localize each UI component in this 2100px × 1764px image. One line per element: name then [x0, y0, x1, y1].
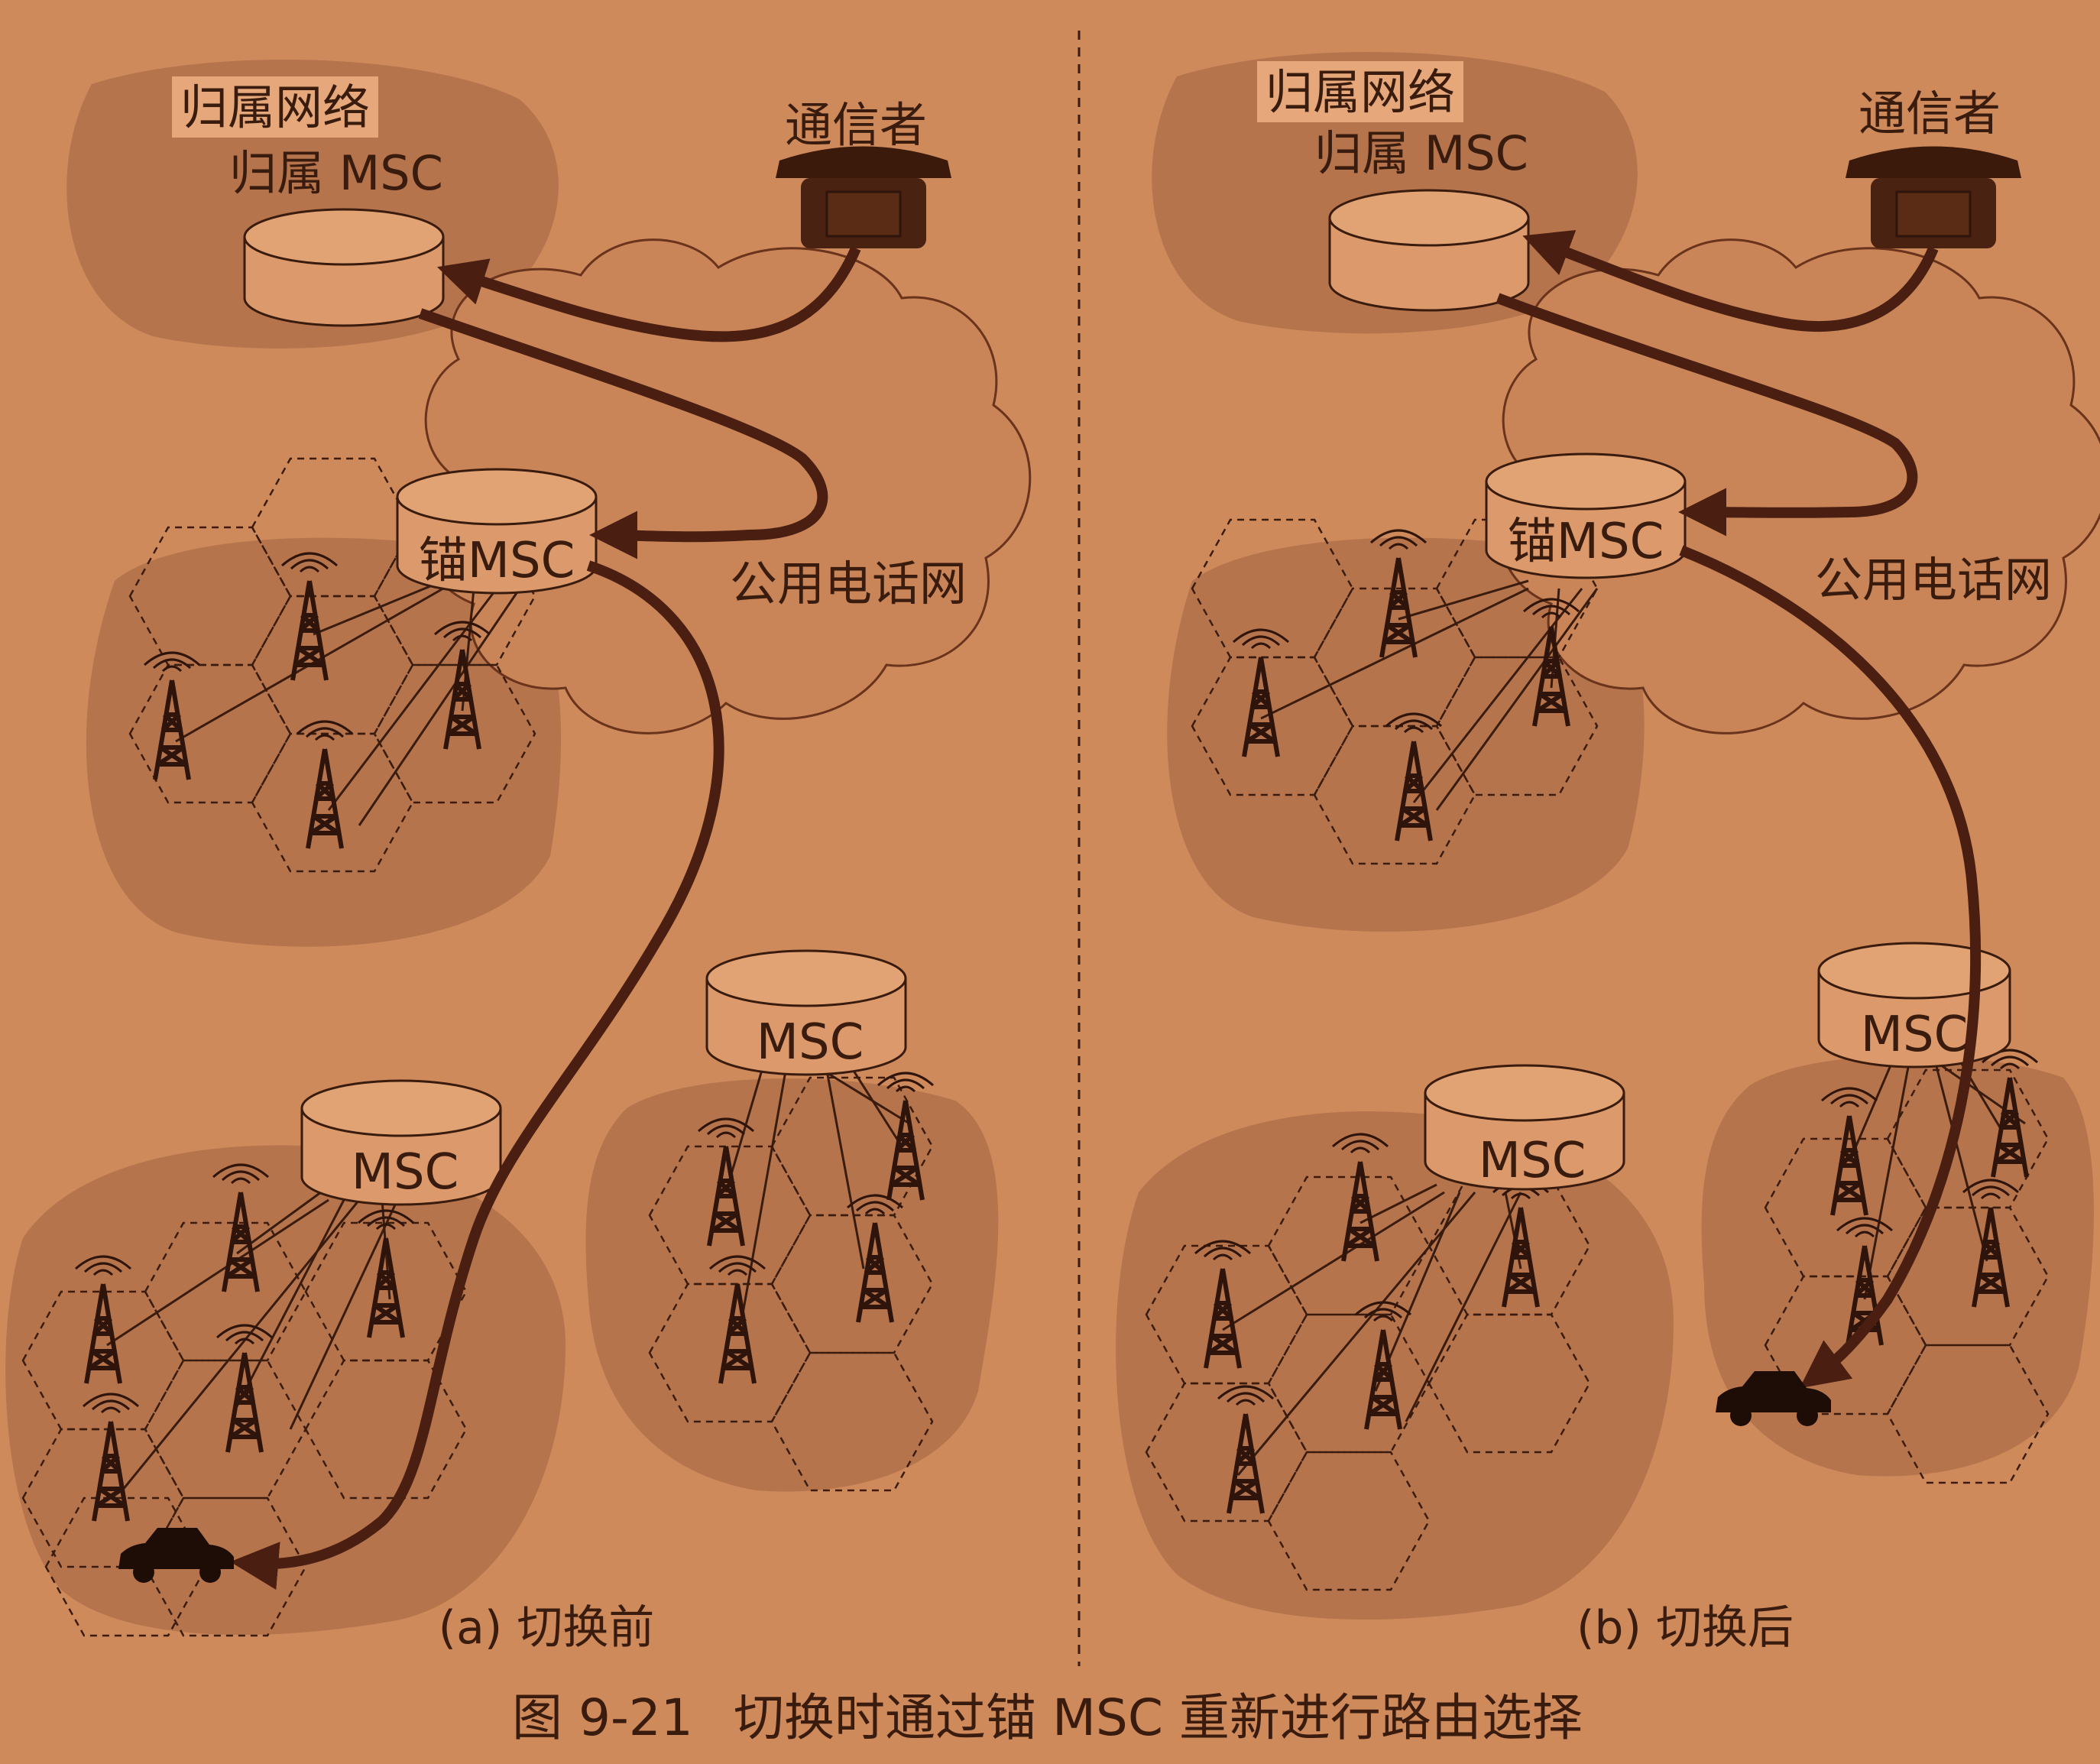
right-msc-label: MSC: [1861, 1007, 1969, 1063]
home-network-label-box: [1257, 61, 1463, 122]
route-anchor-to-car: [1679, 545, 1982, 1389]
caller-label: 通信者: [1859, 86, 2001, 141]
anchor-tower-links: [1260, 579, 1599, 811]
middle-msc-label: MSC: [352, 1144, 459, 1201]
anchor-msc-cylinder: [1485, 452, 1687, 579]
right-msc-label: MSC: [757, 1014, 864, 1071]
panel-b-caption: (b) 切换后: [1577, 1601, 1794, 1655]
pstn-label: 公用电话网: [1815, 552, 2052, 608]
route-home-to-anchor: [418, 308, 828, 559]
home-msc-label: 归属 MSC: [229, 145, 443, 201]
middle-msc-cylinder: [1424, 1064, 1625, 1191]
route-home-to-anchor: [1496, 293, 1918, 537]
right-msc-cylinder: [1817, 942, 2011, 1068]
right-coverage-region: [585, 1078, 999, 1492]
home-msc-cylinder: [243, 208, 445, 327]
pstn-label: 公用电话网: [730, 556, 967, 611]
telephone-icon: [1844, 145, 2023, 250]
telephone-icon: [774, 145, 953, 250]
home-network-label: 归属网络: [1266, 64, 1455, 120]
anchor-msc-label: 锚MSC: [1508, 514, 1664, 570]
middle-coverage-region: [1116, 1111, 1674, 1620]
middle-msc-label: MSC: [1479, 1133, 1586, 1189]
route-caller-to-home: [1522, 229, 1939, 332]
figure-number: 图 9-21: [512, 1688, 693, 1747]
route-caller-to-home: [436, 246, 861, 342]
home-network-label-box: [172, 76, 378, 138]
middle-msc-cylinder: [300, 1079, 502, 1206]
middle-tower-links: [106, 1191, 399, 1491]
middle-coverage-region: [5, 1145, 566, 1636]
caller-label: 通信者: [785, 97, 927, 153]
right-cell-grid: [648, 1076, 934, 1492]
anchor-coverage-region: [86, 537, 562, 947]
panel-a-caption: (a) 切换前: [439, 1601, 655, 1655]
panel-a: 归属网络 归属 MSC 通信者 锚MSC 公用电话网 MSC MSC (a) 切…: [5, 59, 1032, 1655]
middle-cell-grid: [21, 1221, 468, 1637]
right-tower-links: [724, 1061, 910, 1323]
right-msc-cylinder: [705, 949, 907, 1076]
route-anchor-to-car: [230, 560, 724, 1591]
anchor-msc-cylinder: [396, 468, 598, 595]
home-msc-cylinder: [1328, 189, 1530, 312]
panel-b: 归属网络 归属 MSC 通信者 锚MSC 公用电话网 MSC MSC (b) 切…: [1116, 51, 2100, 1655]
home-network-label: 归属网络: [180, 79, 370, 135]
anchor-coverage-region: [1167, 537, 1645, 932]
home-msc-label: 归属 MSC: [1314, 125, 1528, 181]
anchor-cell-grid: [1191, 518, 1599, 865]
figure-caption: 切换时通过锚 MSC 重新进行路由选择: [734, 1688, 1583, 1747]
anchor-msc-label: 锚MSC: [419, 533, 575, 589]
